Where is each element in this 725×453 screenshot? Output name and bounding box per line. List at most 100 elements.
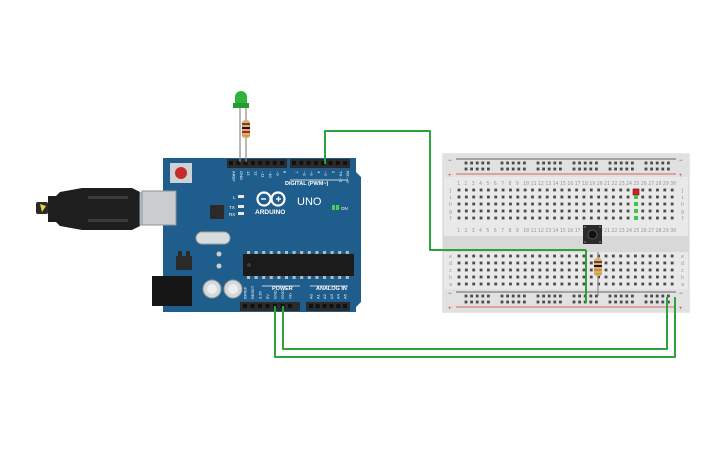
selected-hole-marker[interactable]: [632, 188, 640, 196]
row-letter: a: [449, 282, 452, 288]
column-number: 21: [604, 181, 610, 187]
digital-pin-label: 7: [295, 171, 300, 174]
breadboard[interactable]: − + − + − + − + 112233445566778899101011…: [442, 153, 690, 313]
column-number: 22: [611, 228, 617, 234]
model-label: UNO: [297, 196, 322, 208]
rail-plus-sign: +: [448, 173, 452, 179]
column-number: 6: [494, 228, 497, 234]
digital-pin-label: ~10: [268, 171, 273, 179]
rail-minus-sign-right: −: [679, 158, 683, 164]
column-number: 24: [626, 181, 632, 187]
led-rx: [238, 212, 244, 215]
digital-pin-label: RX←0: [346, 171, 351, 184]
power-pin-label: RESET: [250, 285, 255, 299]
rail-minus-sign-bottom-right: −: [679, 291, 683, 297]
column-number: 13: [545, 181, 551, 187]
column-number: 24: [626, 228, 632, 234]
column-number: 30: [670, 181, 676, 187]
led-tx: [238, 205, 244, 208]
column-number: 9: [516, 228, 519, 234]
column-number: 8: [508, 228, 511, 234]
column-number: 21: [604, 228, 610, 234]
row-letter: f: [681, 216, 684, 222]
digital-pin-label: 2: [331, 171, 336, 174]
digital-pin-label: ~3: [324, 171, 329, 176]
digital-pin-label: ~5: [309, 171, 314, 176]
digital-label: DIGITAL (PWM~): [285, 181, 329, 187]
digital-pin-label: TX→1: [338, 171, 343, 183]
column-number: 16: [567, 228, 573, 234]
column-number: 2: [464, 228, 467, 234]
column-number: 17: [575, 228, 581, 234]
row-letter: e: [449, 254, 452, 260]
analog-pin-label: A3: [329, 293, 334, 299]
column-number: 28: [655, 181, 661, 187]
wire-pin2-to-button[interactable]: [324, 130, 586, 251]
column-number: 11: [531, 181, 537, 187]
arduino-logo-icon: [256, 191, 286, 207]
column-number: 6: [494, 181, 497, 187]
column-number: 27: [648, 181, 654, 187]
rail-plus-sign-right: +: [679, 173, 683, 179]
regulator: [176, 256, 192, 270]
digital-pin-holes: [229, 161, 348, 165]
column-number: 25: [633, 181, 639, 187]
digital-header-high: [227, 159, 287, 168]
column-number: 29: [663, 228, 669, 234]
row-letter: e: [681, 254, 684, 260]
breadboard-labels: 1122334455667788991010111112121313141415…: [449, 181, 684, 288]
column-number: 29: [663, 181, 669, 187]
digital-pin-label: 12: [253, 171, 258, 176]
column-number: 17: [575, 181, 581, 187]
digital-header-low: [290, 159, 350, 168]
push-button[interactable]: [583, 225, 602, 244]
led-tx-label: TX: [229, 205, 235, 210]
column-number: 27: [648, 228, 654, 234]
microcontroller-chip: [243, 251, 354, 279]
power-pin-label: 3.3V: [258, 290, 263, 299]
analog-pin-label: A5: [343, 293, 348, 299]
row-letter: c: [449, 268, 452, 274]
column-number: 4: [479, 181, 482, 187]
column-number: 12: [538, 228, 544, 234]
row-letter: h: [681, 202, 684, 208]
capacitor-1: [202, 279, 222, 299]
power-label: POWER: [272, 286, 293, 292]
column-number: 26: [641, 181, 647, 187]
led-resistor[interactable]: [242, 116, 250, 162]
power-header: [240, 302, 300, 311]
power-pin-label: IOREF: [243, 286, 248, 299]
row-letter: d: [449, 261, 452, 267]
row-letter: g: [449, 209, 452, 215]
column-number: 22: [611, 181, 617, 187]
analog-header: [306, 302, 350, 311]
reset-button[interactable]: [170, 163, 192, 183]
column-number: 1: [457, 181, 460, 187]
column-number: 10: [523, 181, 529, 187]
led-l: [238, 195, 244, 198]
digital-pin-label: 8: [283, 171, 288, 174]
arduino-logo-text: ARDUINO: [255, 209, 285, 216]
column-number: 23: [619, 228, 625, 234]
digital-pin-label: 4: [316, 171, 321, 174]
column-number: 12: [538, 181, 544, 187]
digital-pin-label: AREF: [232, 171, 237, 182]
usb-chip: [210, 205, 224, 219]
column-number: 11: [531, 228, 537, 234]
row-letter: a: [681, 282, 684, 288]
green-led[interactable]: [233, 91, 249, 162]
column-number: 2: [464, 181, 467, 187]
column-number: 25: [633, 228, 639, 234]
wire-5v-to-rail[interactable]: [274, 297, 676, 358]
row-letter: g: [681, 209, 684, 215]
power-pin-label: GND: [273, 290, 278, 299]
wire-gnd-to-rail[interactable]: [282, 297, 668, 350]
row-letter: c: [681, 268, 684, 274]
row-letter: b: [681, 275, 684, 281]
column-number: 14: [553, 228, 559, 234]
column-number: 10: [523, 228, 529, 234]
pulldown-resistor[interactable]: [594, 252, 602, 296]
